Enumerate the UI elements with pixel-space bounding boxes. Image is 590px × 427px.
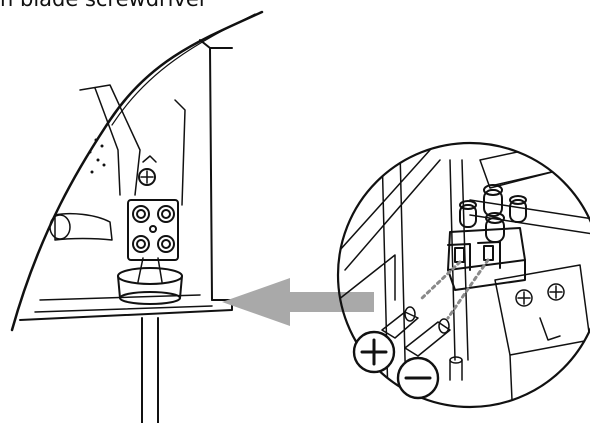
housing-curve bbox=[10, 10, 264, 332]
guide-dots bbox=[418, 258, 490, 320]
cabinet-front bbox=[19, 299, 233, 321]
minus-symbol bbox=[396, 356, 440, 400]
caption-text: n blade screwdriver bbox=[0, 0, 207, 11]
direction-arrow bbox=[222, 278, 374, 326]
magnified-detail bbox=[336, 141, 590, 409]
plus-symbol bbox=[352, 330, 396, 374]
terminal-block bbox=[127, 199, 179, 261]
magnifier-circle bbox=[336, 141, 590, 409]
fan-part bbox=[49, 212, 113, 241]
mounting-bracket bbox=[494, 264, 590, 401]
cable-grommet bbox=[117, 257, 183, 305]
inverter-cabinet bbox=[10, 10, 264, 424]
cabinet-floor bbox=[34, 294, 213, 313]
housing-curve-inner bbox=[111, 13, 256, 126]
internal-bracket bbox=[79, 84, 186, 206]
cabinet-wall bbox=[199, 39, 233, 301]
screw-icon bbox=[138, 155, 157, 186]
wire-probes bbox=[381, 306, 463, 381]
dots-texture bbox=[88, 138, 106, 174]
support-post bbox=[141, 317, 159, 424]
terminal-connectors bbox=[447, 184, 527, 291]
